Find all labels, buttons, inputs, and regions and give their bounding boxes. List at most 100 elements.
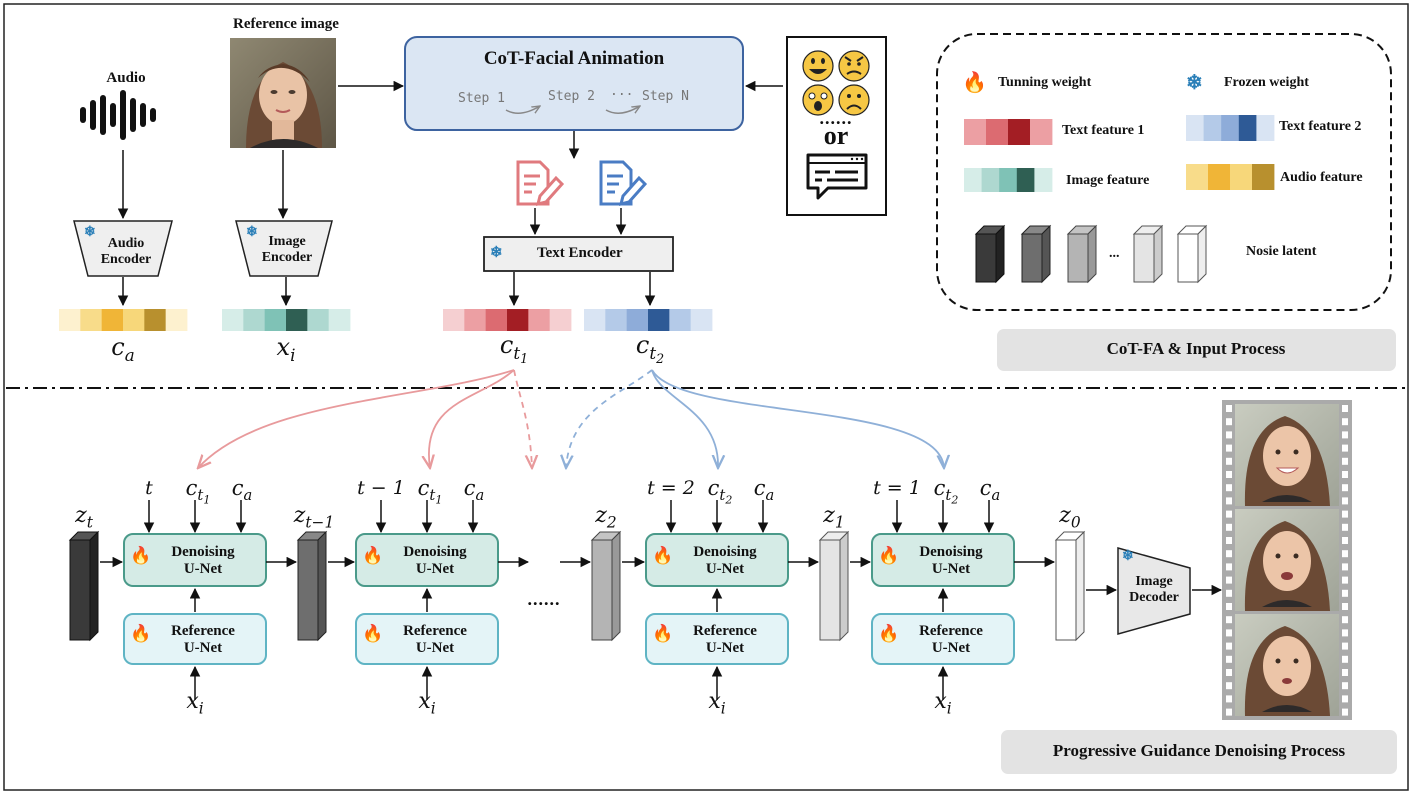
audio-waveform-icon [80,90,156,140]
audio-feature-cell [144,309,167,331]
audio-encoder-block [73,220,173,277]
legend-audio-cell [1186,164,1209,190]
image-feature-cell [264,309,287,331]
legend-text1-cell [1008,119,1031,145]
film-hole [1342,497,1348,505]
film-hole [1226,655,1232,663]
text-feature-1-cell [549,309,572,331]
film-hole [1226,471,1232,478]
film-hole [1226,418,1232,426]
text-feature-2-bar [584,309,713,331]
legend-noise-latent-cubes [974,224,1208,284]
guidance-curve-ct2-step-1 [651,369,944,468]
film-hole [1342,576,1348,584]
output-film-strip [1222,400,1352,720]
legend-image-cell [1016,168,1035,192]
legend-image-cell [981,168,1000,192]
legend-image-cell [999,168,1018,192]
film-hole [1342,563,1348,571]
latent-cube-z1 [818,530,850,642]
output-frame-2 [1235,509,1339,611]
film-hole [1342,550,1348,558]
film-hole [1342,484,1348,492]
text-feature-1-bar [443,309,572,331]
reference-unet-block [871,613,1015,665]
unet-blocks [123,500,1015,700]
film-hole [1226,510,1232,518]
emoji-sad-icon [838,84,870,116]
legend-text2-cell [1186,115,1204,141]
film-hole [1342,471,1348,478]
film-hole [1226,405,1232,412]
text-feature-2-cell [648,309,670,331]
denoising-unet-block [123,533,267,587]
text-feature-1-cell [528,309,551,331]
denoising-unet-block [355,533,499,587]
image-feature-bar [222,309,351,331]
film-hole [1342,695,1348,703]
chat-message-icon [806,153,868,200]
denoising-section-label-bg [1001,730,1397,774]
guidance-curve-ct1-step-t [198,369,515,468]
image-feature-cell [222,309,244,331]
film-hole [1342,589,1348,597]
latent-cube-zt [68,530,100,642]
text-doc-icon-1 [516,160,565,207]
legend-text2-cell [1238,115,1257,141]
legend-text2-cell [1203,115,1222,141]
audio-feature-cell [59,309,81,331]
image-encoder-block [235,220,333,277]
film-hole [1226,484,1232,492]
film-hole [1226,576,1232,584]
guidance-curve-ct1-dashed [513,369,532,468]
image-feature-cell [307,309,330,331]
film-hole [1226,695,1232,703]
film-hole [1342,431,1348,439]
guidance-curve-ct1-step-t-1 [429,369,515,468]
audio-feature-bar [59,309,188,331]
film-hole [1226,682,1232,690]
text-feature-1-cell [464,309,487,331]
guidance-curve-ct2-dashed [566,369,653,468]
image-feature-cell [328,309,351,331]
text-feature-1-cell [507,309,529,331]
film-hole [1342,629,1348,637]
cot-facial-animation-block [404,36,744,131]
text-feature-2-cell [669,309,692,331]
legend-text1-cell [1030,119,1053,145]
legend-text1-cell [986,119,1009,145]
emoji-surprised-icon [802,84,834,116]
reference-image [230,38,336,148]
film-hole [1226,669,1232,676]
film-hole [1226,457,1232,465]
legend-audio-feature-swatch [1186,164,1275,190]
legend-audio-cell [1252,164,1275,190]
latent-cube-zt-1 [296,530,328,642]
legend-image-cell [1034,168,1053,192]
film-hole [1226,708,1232,716]
text-encoder-block [483,236,674,272]
film-hole [1226,616,1232,624]
reference-unet-block [355,613,499,665]
film-hole [1342,655,1348,663]
film-hole [1226,642,1232,650]
emoji-smile-icon [802,50,834,82]
film-hole [1342,457,1348,465]
film-hole [1226,523,1232,531]
film-hole [1226,603,1232,610]
film-hole [1342,537,1348,544]
film-hole [1342,444,1348,452]
audio-feature-cell [101,309,124,331]
emoji-angry-icon [838,50,870,82]
text-feature-2-cell [626,309,649,331]
audio-feature-cell [165,309,188,331]
legend-text2-cell [1221,115,1240,141]
denoising-unet-block [871,533,1015,587]
film-hole [1226,550,1232,558]
audio-feature-cell [80,309,103,331]
film-hole [1226,589,1232,597]
latent-cube-z2 [590,530,622,642]
output-frame-3 [1235,614,1339,716]
reference-unet-block [123,613,267,665]
